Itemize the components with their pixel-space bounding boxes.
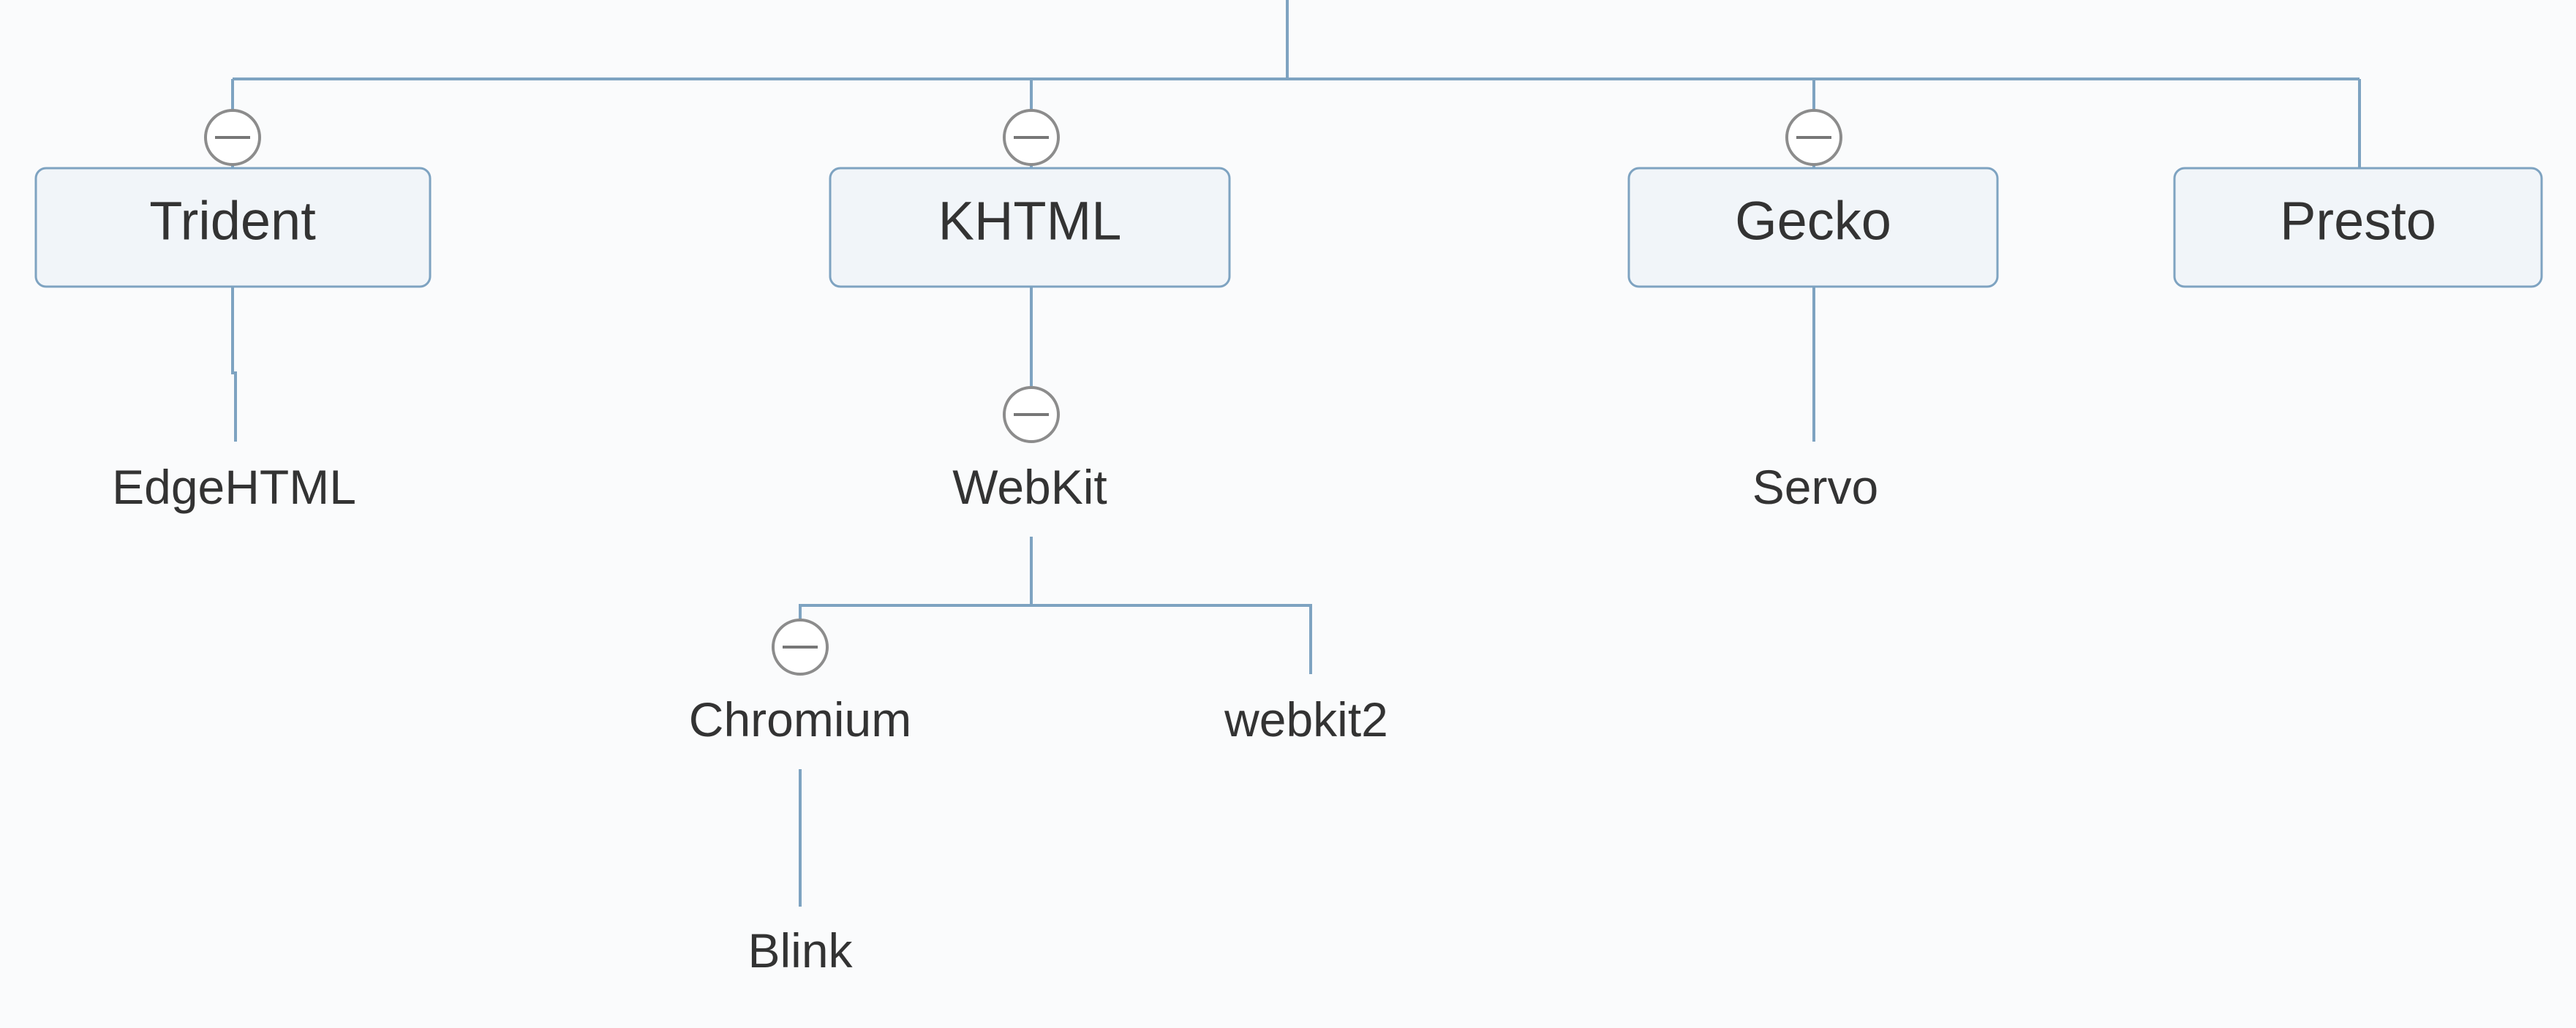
edge-webkit-children xyxy=(799,604,1312,674)
node-presto[interactable]: Presto xyxy=(2173,167,2543,288)
node-chromium-label: Chromium xyxy=(689,692,911,747)
node-blink-label: Blink xyxy=(747,923,853,978)
node-webkit-label: WebKit xyxy=(952,460,1107,514)
node-servo[interactable]: Servo xyxy=(1752,460,1878,514)
collapse-webkit-icon[interactable] xyxy=(1003,386,1060,443)
collapse-trident-icon[interactable] xyxy=(204,109,261,166)
node-presto-box xyxy=(2173,167,2543,288)
node-gecko-label: Gecko xyxy=(1735,191,1891,252)
node-blink[interactable]: Blink xyxy=(747,923,853,978)
node-webkit[interactable]: WebKit xyxy=(952,460,1107,514)
node-trident-box xyxy=(34,167,432,288)
collapse-chromium-icon[interactable] xyxy=(772,619,829,676)
node-presto-label: Presto xyxy=(2280,191,2436,252)
connector-lines xyxy=(231,0,2361,907)
collapse-gecko-icon[interactable] xyxy=(1785,109,1842,166)
node-servo-label: Servo xyxy=(1752,460,1878,514)
node-edgehtml[interactable]: EdgeHTML xyxy=(112,460,356,514)
node-chromium[interactable]: Chromium xyxy=(689,692,911,747)
node-edgehtml-label: EdgeHTML xyxy=(112,460,356,514)
edge-trident-edgehtml xyxy=(231,287,237,442)
node-webkit2-label: webkit2 xyxy=(1224,692,1388,747)
node-trident[interactable]: Trident xyxy=(34,167,432,288)
node-trident-label: Trident xyxy=(149,191,316,252)
node-khtml-label: KHTML xyxy=(938,191,1122,252)
node-gecko-box xyxy=(1627,167,1999,288)
node-khtml[interactable]: KHTML xyxy=(829,167,1231,288)
collapse-khtml-icon[interactable] xyxy=(1003,109,1060,166)
node-webkit2[interactable]: webkit2 xyxy=(1224,692,1388,747)
node-khtml-box xyxy=(829,167,1231,288)
node-gecko[interactable]: Gecko xyxy=(1627,167,1999,288)
